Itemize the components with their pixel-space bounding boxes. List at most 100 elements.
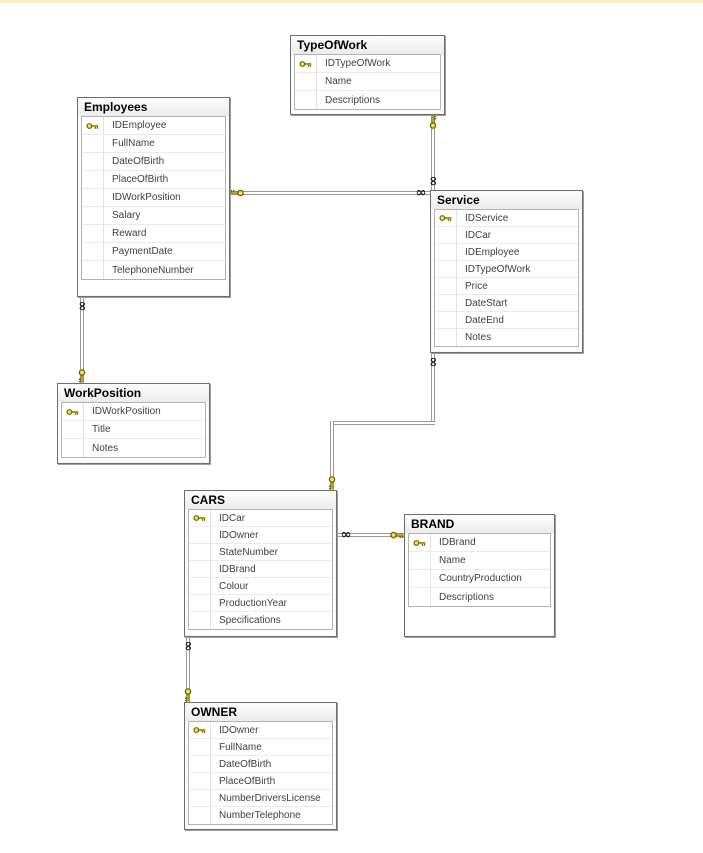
table-row[interactable]: IDTypeOfWork bbox=[435, 261, 578, 278]
table-row[interactable]: IDBrand bbox=[189, 561, 332, 578]
column-name: Reward bbox=[112, 228, 147, 239]
table-row[interactable]: IDService bbox=[435, 210, 578, 227]
column-name: PlaceOfBirth bbox=[112, 174, 169, 185]
key-cell-empty bbox=[435, 329, 457, 346]
key-cell-empty bbox=[82, 135, 104, 152]
table-title[interactable]: BRAND bbox=[405, 515, 554, 533]
relationship-line-brand-cars[interactable] bbox=[335, 533, 406, 537]
table-row[interactable]: Price bbox=[435, 278, 578, 295]
column-name: ProductionYear bbox=[219, 597, 288, 609]
column-name: FullName bbox=[219, 741, 262, 753]
table-row[interactable]: ProductionYear bbox=[189, 595, 332, 612]
table-row[interactable]: Descriptions bbox=[409, 588, 550, 606]
table-row[interactable]: IDCar bbox=[189, 510, 332, 527]
key-cell-empty bbox=[409, 570, 431, 587]
column-name: IDEmployee bbox=[465, 246, 520, 258]
table-row[interactable]: IDOwner bbox=[189, 527, 332, 544]
column-name: Specifications bbox=[219, 615, 281, 626]
table-row[interactable]: FullName bbox=[82, 135, 225, 153]
column-name: StateNumber bbox=[219, 546, 278, 558]
infinity-end-icon: ∞ bbox=[415, 185, 427, 201]
column-name: NumberDriversLicense bbox=[219, 792, 321, 804]
table-row[interactable]: Notes bbox=[435, 329, 578, 346]
table-row[interactable]: StateNumber bbox=[189, 544, 332, 561]
table-row[interactable]: Name bbox=[295, 73, 440, 91]
column-name: Colour bbox=[219, 580, 249, 592]
column-name: IDWorkPosition bbox=[92, 406, 161, 417]
table-row[interactable]: Specifications bbox=[189, 612, 332, 629]
table-row[interactable]: Descriptions bbox=[295, 91, 440, 109]
infinity-end-icon: ∞ bbox=[425, 175, 441, 187]
top-edge-strip bbox=[0, 0, 703, 3]
table-row[interactable]: Title bbox=[62, 421, 205, 439]
table-title[interactable]: OWNER bbox=[185, 703, 336, 721]
table-row[interactable]: IDBrand bbox=[409, 534, 550, 552]
relationship-line-workposition-employees[interactable] bbox=[80, 295, 84, 385]
primary-key-icon bbox=[62, 403, 84, 420]
key-cell-empty bbox=[82, 225, 104, 242]
table-title[interactable]: Employees bbox=[78, 98, 229, 116]
table-row[interactable]: DateEnd bbox=[435, 312, 578, 329]
table-row[interactable]: TelephoneNumber bbox=[82, 261, 225, 279]
table-title[interactable]: TypeOfWork bbox=[291, 36, 444, 54]
table-row[interactable]: DateOfBirth bbox=[82, 153, 225, 171]
table-row[interactable]: FullName bbox=[189, 739, 332, 756]
table-row[interactable]: Notes bbox=[62, 439, 205, 457]
table-title[interactable]: Service bbox=[431, 191, 582, 209]
table-row[interactable]: IDWorkPosition bbox=[62, 403, 205, 421]
table-title[interactable]: WorkPosition bbox=[58, 384, 209, 402]
column-name: Notes bbox=[465, 332, 492, 343]
column-name: NumberTelephone bbox=[219, 810, 301, 821]
table-row[interactable]: IDOwner bbox=[189, 722, 332, 739]
table-row[interactable]: PaymentDate bbox=[82, 243, 225, 261]
table-row[interactable]: Colour bbox=[189, 578, 332, 595]
table-row[interactable]: Reward bbox=[82, 225, 225, 243]
relationship-line-owner-cars[interactable] bbox=[186, 635, 190, 704]
column-name: IDOwner bbox=[219, 724, 259, 736]
table-row[interactable]: IDEmployee bbox=[82, 117, 225, 135]
table-row[interactable]: Salary bbox=[82, 207, 225, 225]
key-end-icon bbox=[390, 531, 405, 540]
relationship-line-cars-service[interactable] bbox=[330, 421, 435, 425]
relationship-line-typeofwork-service[interactable] bbox=[431, 113, 435, 192]
column-name: Descriptions bbox=[439, 591, 495, 603]
key-cell-empty bbox=[189, 773, 211, 789]
table-row[interactable]: IDTypeOfWork bbox=[295, 55, 440, 73]
table-row[interactable]: DateStart bbox=[435, 295, 578, 312]
table-row[interactable]: IDCar bbox=[435, 227, 578, 244]
key-cell-empty bbox=[189, 578, 211, 594]
relationship-line-cars-service[interactable] bbox=[330, 421, 334, 492]
table-row[interactable]: DateOfBirth bbox=[189, 756, 332, 773]
primary-key-icon bbox=[409, 534, 431, 551]
table-row[interactable]: PlaceOfBirth bbox=[82, 171, 225, 189]
table-row[interactable]: NumberDriversLicense bbox=[189, 790, 332, 807]
table-row[interactable]: CountryProduction bbox=[409, 570, 550, 588]
table-row[interactable]: PlaceOfBirth bbox=[189, 773, 332, 790]
table-row[interactable]: NumberTelephone bbox=[189, 807, 332, 824]
table-row[interactable]: Name bbox=[409, 552, 550, 570]
key-cell-empty bbox=[189, 790, 211, 806]
column-name: Name bbox=[325, 76, 352, 87]
table-title[interactable]: CARS bbox=[185, 491, 336, 509]
infinity-end-icon: ∞ bbox=[340, 527, 352, 543]
key-cell-empty bbox=[435, 278, 457, 294]
column-name: PlaceOfBirth bbox=[219, 775, 276, 787]
table-row[interactable]: IDEmployee bbox=[435, 244, 578, 261]
key-cell-empty bbox=[82, 153, 104, 170]
relationship-line-cars-service[interactable] bbox=[431, 351, 435, 425]
table-row[interactable]: IDWorkPosition bbox=[82, 189, 225, 207]
relationship-line-employees-service[interactable] bbox=[228, 191, 432, 195]
column-name: TelephoneNumber bbox=[112, 264, 194, 276]
